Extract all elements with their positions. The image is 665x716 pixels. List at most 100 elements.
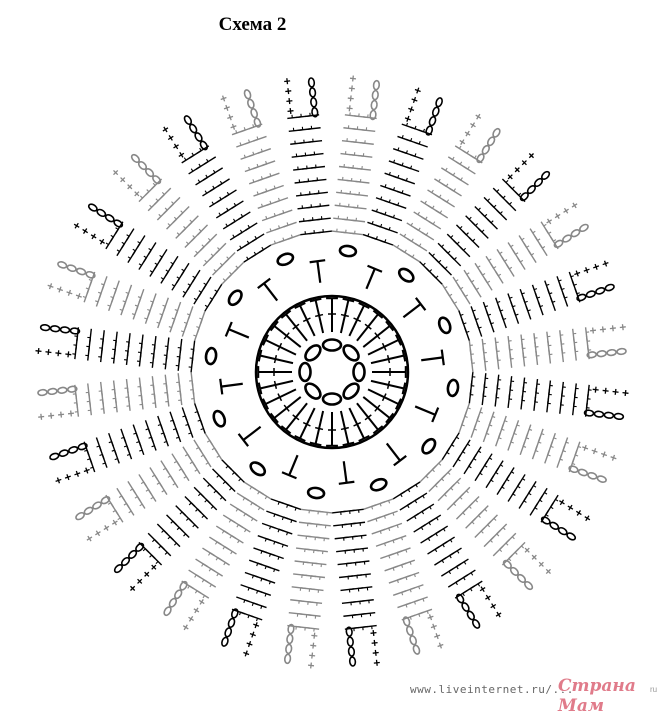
stitch-cross-bar — [163, 468, 166, 470]
stitch-cross-bar — [468, 167, 470, 170]
chain-stitch-oval — [310, 98, 317, 108]
double-crochet-symbol — [252, 234, 264, 241]
footer-url[interactable]: www.liveinternet.ru/... — [410, 683, 574, 696]
single-crochet-symbol — [311, 635, 317, 636]
double-crochet-symbol — [126, 379, 128, 393]
double-crochet-symbol — [191, 372, 193, 386]
watermark-suffix: ru — [650, 685, 657, 694]
stitch-cross-bar — [236, 266, 238, 268]
stitch-cross-bar — [168, 224, 170, 226]
stitch-cross-bar — [188, 284, 191, 286]
stitch-cross-bar — [476, 288, 479, 290]
double-crochet-symbol — [101, 382, 103, 396]
single-crochet-symbol — [595, 387, 596, 393]
stitch-cross-bar — [469, 217, 471, 219]
double-crochet-symbol — [167, 338, 169, 352]
stitch-cross-bar — [192, 153, 194, 156]
single-crochet-symbol — [48, 349, 49, 355]
double-crochet-symbol — [361, 130, 375, 132]
stitch-cross-bar — [463, 593, 465, 596]
stitch-cross-bar — [174, 461, 177, 463]
double-crochet-symbol — [127, 285, 132, 298]
stitch-cross-bar — [544, 224, 547, 226]
stitch-cross-bar — [150, 205, 152, 207]
stitch-cross-bar — [262, 247, 264, 250]
double-crochet-symbol — [126, 229, 133, 241]
double-crochet-symbol — [129, 333, 131, 347]
stitch-cross-bar — [437, 518, 439, 521]
stitch-cross-bar — [205, 260, 207, 262]
stitch-cross-bar — [184, 158, 186, 161]
stitch-cross-bar — [435, 549, 437, 552]
petal — [49, 403, 205, 483]
stitch-cross-bar — [466, 491, 468, 493]
double-crochet-symbol — [223, 515, 235, 522]
stitch-cross-bar — [140, 196, 142, 198]
double-crochet-stem — [368, 340, 399, 355]
stitch-cross-bar — [469, 506, 471, 508]
stitch-cross-bar — [467, 444, 470, 446]
double-crochet-symbol — [526, 306, 531, 319]
stitch-cross-bar — [451, 236, 453, 238]
stitch-cross-bar — [458, 459, 461, 461]
stitch-cross-bar — [500, 465, 503, 467]
stitch-cross-bar — [509, 559, 511, 561]
double-crochet-symbol — [397, 191, 410, 196]
stitch-cross-bar — [496, 472, 499, 474]
stitch-cross-bar — [217, 456, 220, 458]
double-crochet-symbol — [443, 199, 455, 206]
double-crochet-symbol — [271, 499, 284, 504]
single-crochet-symbol — [58, 350, 59, 356]
chain-stitch-oval — [471, 619, 481, 630]
double-crochet-symbol — [194, 440, 201, 452]
double-crochet-symbol — [463, 292, 470, 304]
double-crochet-symbol — [471, 424, 476, 437]
chain-stitch-oval — [60, 327, 70, 334]
stitch-cross-bar — [250, 487, 252, 490]
stitch-cross-bar — [255, 236, 257, 239]
single-crochet-symbol — [350, 78, 356, 79]
stitch-cross-bar — [247, 257, 249, 260]
double-crochet-symbol — [421, 536, 433, 543]
stitch-cross-bar — [151, 497, 154, 499]
stitch-cross-bar — [212, 202, 214, 205]
chain-stitch-oval — [409, 635, 417, 645]
double-crochet-symbol — [238, 212, 250, 219]
double-crochet-symbol — [422, 233, 434, 240]
chain-stitch-oval — [348, 647, 355, 657]
single-crochet-symbol — [372, 643, 378, 644]
chain-stitch-oval — [48, 388, 58, 395]
stitch-cross-bar — [443, 529, 445, 532]
stitch-cross-bar — [487, 281, 490, 283]
stitch-cross-bar — [130, 489, 133, 491]
stitch-cross-bar — [159, 214, 161, 216]
chain-stitch-oval — [428, 116, 436, 126]
stitch-cross-bar — [133, 249, 136, 251]
stitch-cross-bar — [195, 575, 197, 578]
double-crochet-symbol — [245, 223, 257, 230]
double-crochet-symbol — [397, 603, 410, 608]
double-crochet-symbol — [497, 355, 499, 369]
stitch-cross-bar — [244, 514, 246, 517]
single-crochet-symbol — [371, 633, 377, 634]
stitch-cross-bar — [500, 252, 503, 254]
stitch-cross-bar — [467, 273, 470, 275]
double-crochet-symbol — [249, 560, 262, 565]
petals — [36, 76, 629, 669]
chain-stitch-oval — [412, 645, 420, 655]
double-crochet-symbol — [237, 493, 249, 500]
stitch-cross-bar — [160, 255, 163, 257]
double-crochet-symbol — [209, 537, 221, 544]
half-double-stem — [264, 283, 277, 300]
double-crochet-symbol — [393, 204, 406, 209]
double-crochet-symbol — [350, 233, 364, 235]
stitch-cross-bar — [446, 184, 448, 187]
double-crochet-symbol — [339, 576, 353, 578]
chain-stitch-oval — [163, 606, 173, 617]
stitch-cross-bar — [174, 217, 176, 219]
single-crochet-symbol — [71, 411, 72, 417]
double-crochet-symbol — [307, 128, 321, 130]
stitch-cross-bar — [227, 208, 229, 211]
stitch-cross-bar — [171, 521, 173, 523]
chain-stitch-oval — [594, 411, 604, 418]
